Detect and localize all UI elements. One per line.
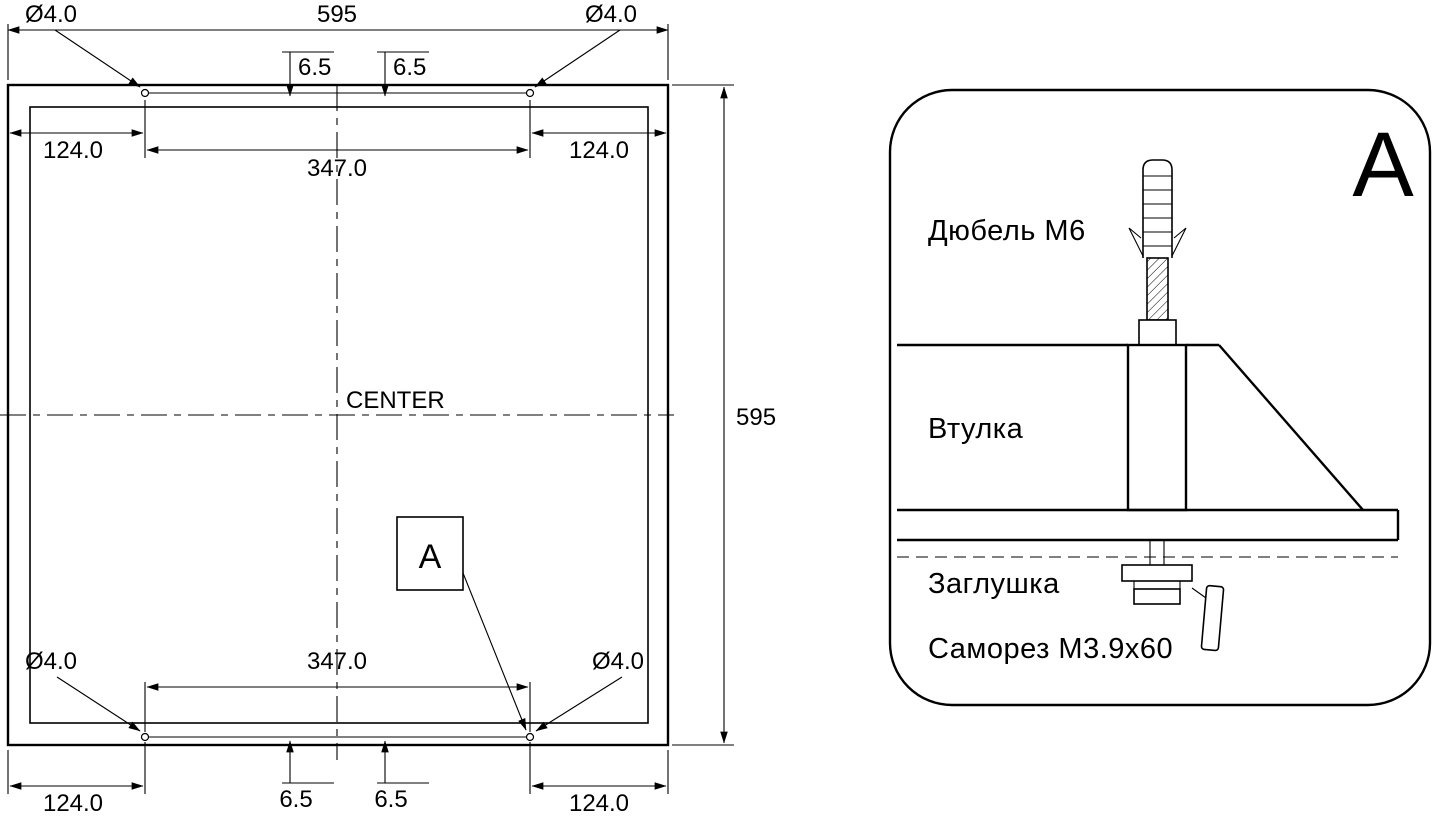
part-label-dowel: Дюбель М6 [928,215,1086,247]
leader-bottom-right-hole [535,676,623,732]
part-label-screw: Саморез М3.9х60 [928,633,1173,665]
dim-124-top-right-label: 124.0 [569,137,629,164]
leader-detail-callout [462,572,527,731]
detail-callout-label: A [419,538,442,576]
detail-view-border [888,88,1432,707]
dim-124-top-left-label: 124.0 [43,137,103,164]
leader-top-left-hole [54,29,141,88]
hole-dia-top-right-label: Ø4.0 [585,1,637,28]
hole-dia-bottom-right-label: Ø4.0 [592,648,644,675]
dim-6-5-top-left-label: 6.5 [298,54,331,81]
dowel-drawing [1128,159,1187,346]
surface-chamfer-line [1218,344,1364,511]
screw-head-bottom [1133,588,1181,605]
hole-dia-top-left-label: Ø4.0 [25,1,77,28]
detail-view-title: A [1352,114,1414,216]
hole-top-left [140,88,150,98]
bushing-drawing [1126,343,1188,512]
hole-bottom-right [525,732,535,742]
detail-callout-box [396,516,464,591]
plug-connector-line [1191,587,1207,599]
part-label-bushing: Втулка [928,413,1024,445]
leader-top-right-hole [534,29,621,88]
plug-drawing [1200,584,1225,652]
leader-bottom-left-hole [56,676,141,732]
dim-6-5-bottom-right-label: 6.5 [374,786,407,813]
dowel-barb-right [1171,227,1187,257]
dowel-threaded-section [1146,257,1169,321]
plug-body [1200,584,1225,652]
screw-head-top [1121,564,1193,582]
screw-drawing [1121,540,1193,605]
dim-124-bottom-right-label: 124.0 [569,790,629,816]
dowel-barb-left [1128,227,1144,257]
dim-6-5-bottom-left-label: 6.5 [279,786,312,813]
dim-124-bottom-left-label: 124.0 [43,790,103,816]
center-label: CENTER [346,387,445,414]
detail-view: A Дюбель М6 Втулка Заглушка Саморез М3.9… [888,88,1432,707]
dim-height-label: 595 [736,404,776,431]
dim-347-bottom-label: 347.0 [307,648,367,675]
dim-6-5-top-right-label: 6.5 [393,54,426,81]
hole-dia-bottom-left-label: Ø4.0 [25,648,77,675]
panel-drawing: CENTER 595 Ø4.0 Ø4.0 124.0 124.0 347.0 6… [0,1,776,816]
hole-bottom-left [140,732,150,742]
dim-347-top-label: 347.0 [307,155,367,182]
part-label-plug: Заглушка [928,568,1060,600]
dowel-collar [1138,319,1177,346]
hole-top-right [525,88,535,98]
dowel-body [1142,159,1173,258]
dim-width-label: 595 [317,1,357,28]
